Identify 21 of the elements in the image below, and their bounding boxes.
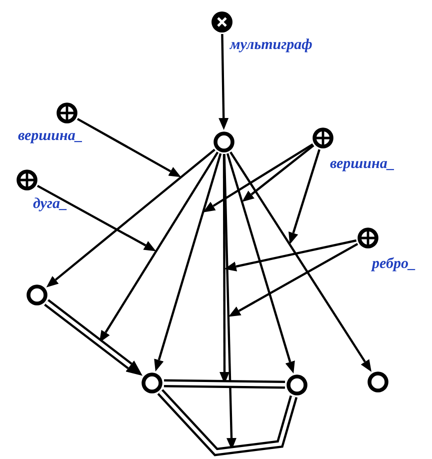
double-line (157, 389, 298, 456)
arrow (203, 143, 314, 212)
double-line (164, 379, 286, 389)
arrow (226, 153, 295, 374)
arrow (224, 239, 357, 272)
double-line-arrow (44, 299, 142, 376)
arrow (99, 152, 219, 343)
arrow (228, 242, 358, 317)
arrow (154, 153, 222, 372)
node-label: вершина_ (330, 156, 395, 172)
arrow (218, 34, 229, 130)
arrow (288, 149, 320, 244)
node-label: вершина_ (18, 128, 83, 144)
node-label: мультиграф (230, 37, 312, 53)
arrow (36, 184, 156, 252)
node-label: дуга_ (33, 196, 68, 212)
arrow (46, 148, 216, 288)
arrow (242, 144, 314, 202)
arrow (76, 118, 182, 178)
arrow (230, 152, 372, 372)
node-label: ребро_ (372, 256, 416, 272)
